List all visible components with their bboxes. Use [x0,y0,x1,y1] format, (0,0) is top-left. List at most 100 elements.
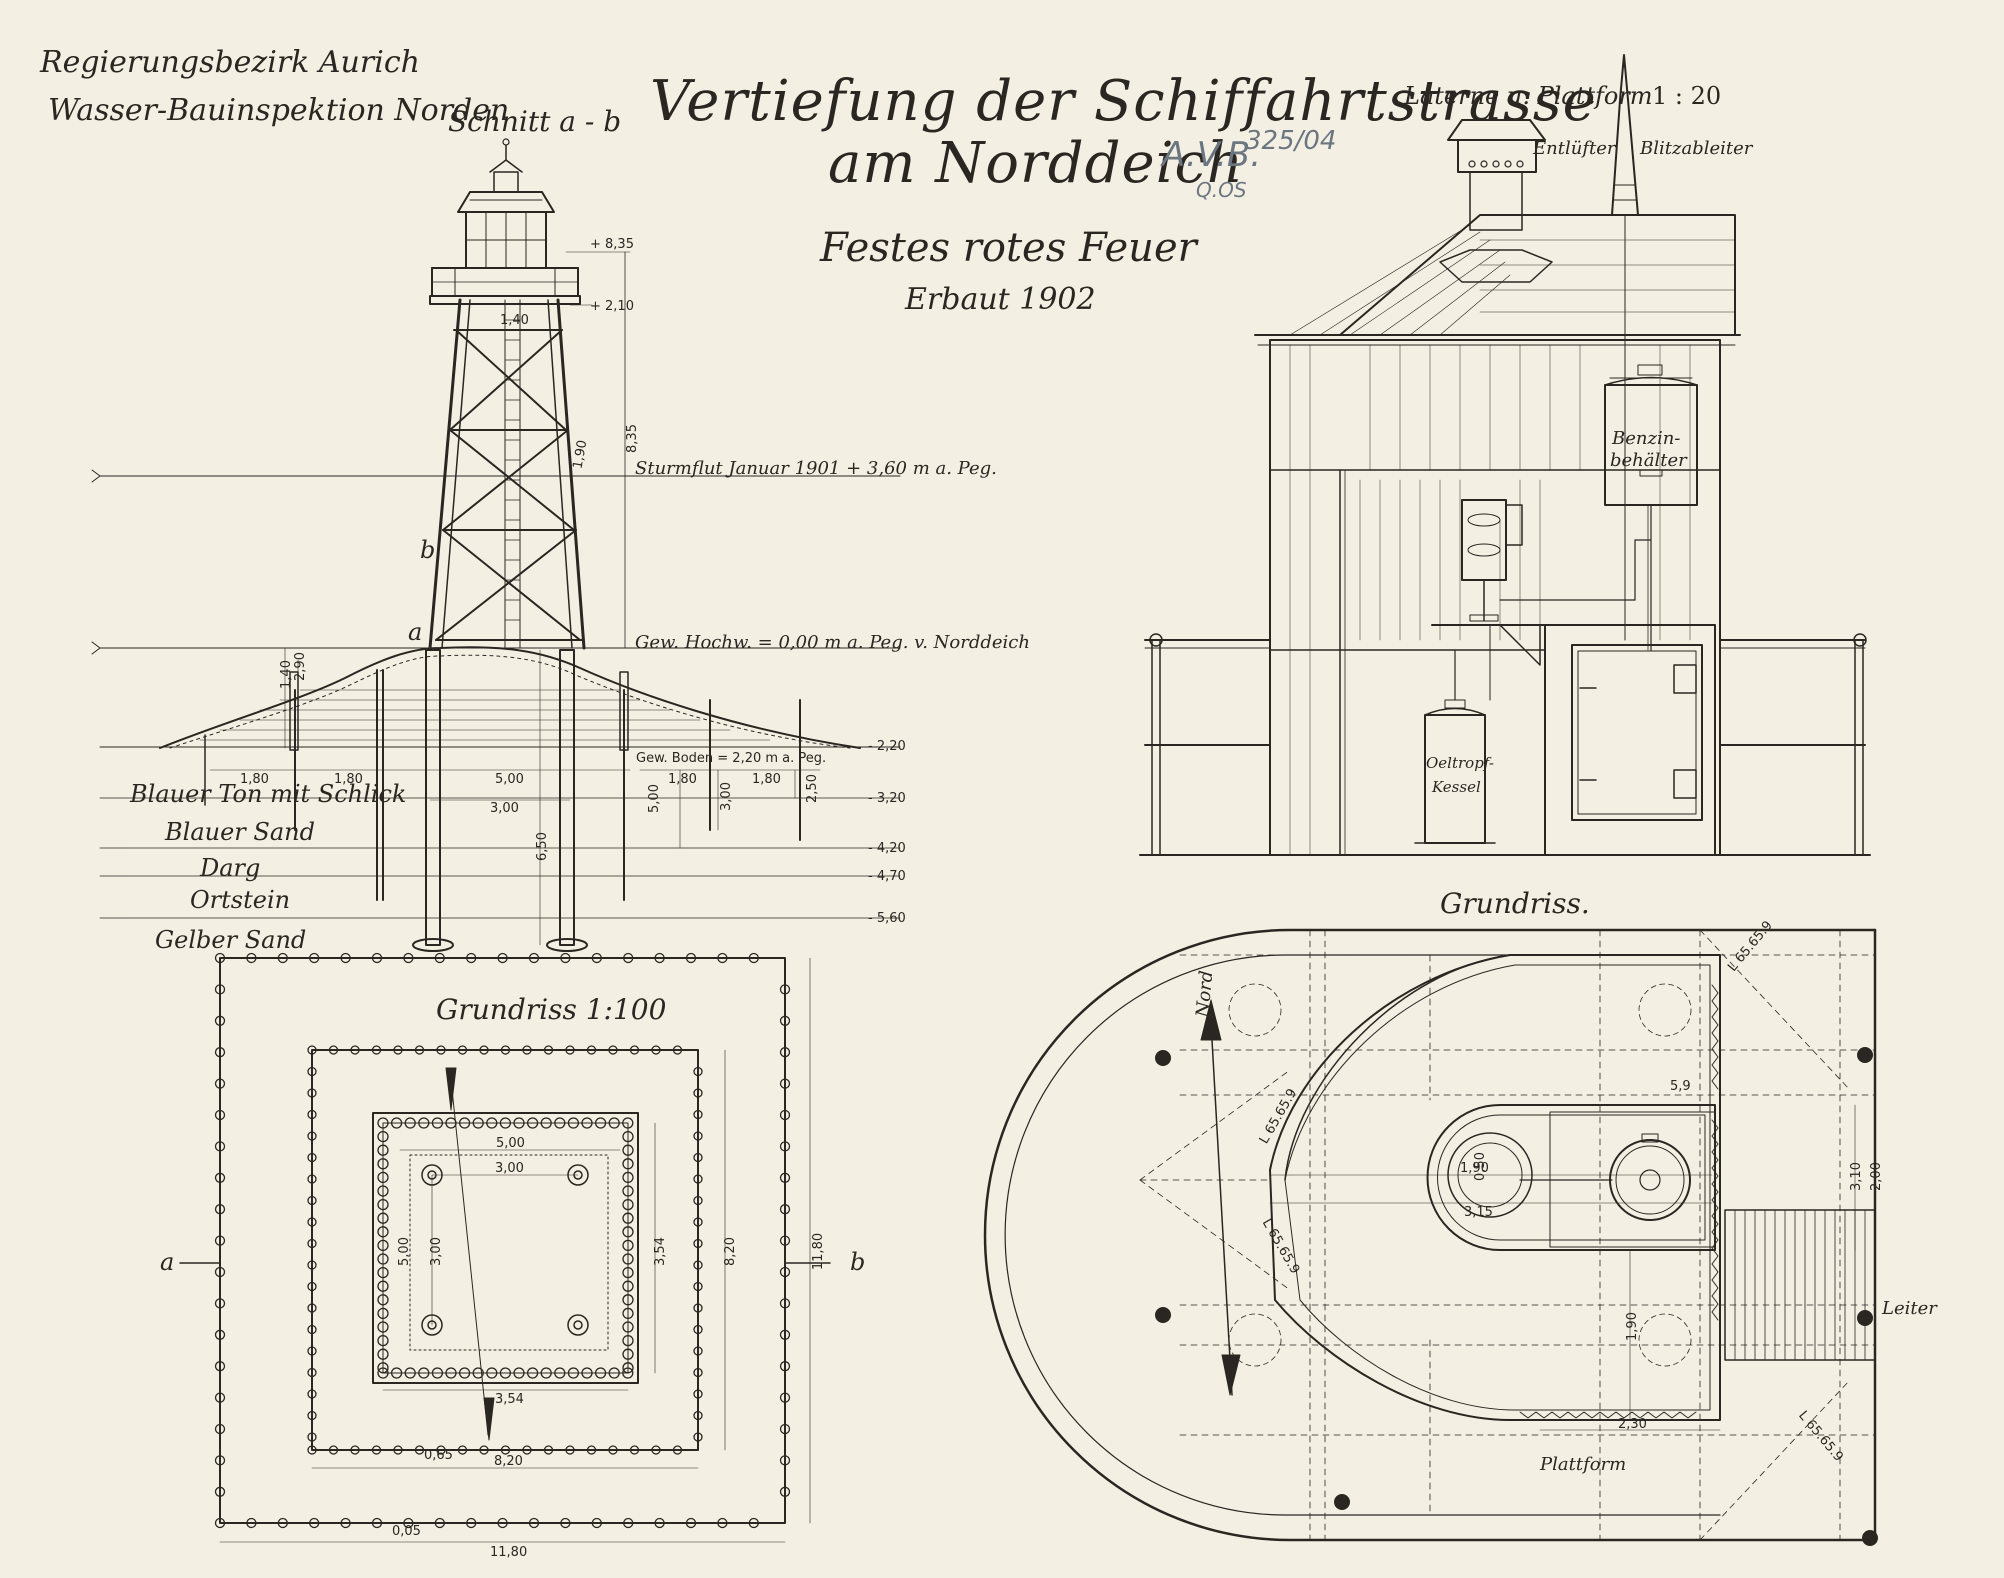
rivet [608,1045,618,1055]
rivet [622,1367,634,1379]
rivet [307,1389,317,1399]
rivet [340,952,351,964]
rivet [445,1367,457,1379]
rivet [246,952,257,964]
rivet [307,1066,317,1077]
rivet [377,1321,389,1333]
section-title: Schnitt a - b [448,105,622,138]
rivet [377,1171,389,1184]
rivet [779,1235,791,1246]
dimension-label: 3,00 [495,1161,524,1176]
rivet [567,1367,580,1379]
dimension-label: 1,80 [668,772,697,787]
rivet [309,952,320,964]
dimension-label: 2,00 [1868,1162,1884,1191]
rivet [214,1423,226,1435]
rivet [526,1117,539,1129]
rivet [717,952,728,964]
benzine-tank-label: Benzin- [1612,428,1681,449]
rivet [526,1367,539,1379]
dimension-label: 5,9 [1670,1079,1691,1094]
storm-flood-level: Sturmflut Januar 1901 + 3,60 m a. Peg. [635,458,997,479]
rivet [307,1260,317,1270]
rivet [466,952,477,964]
rivet [246,1517,257,1529]
rivet [307,1174,317,1184]
rivet [685,1517,697,1529]
rivet [393,1445,403,1455]
rivet [622,1117,634,1129]
rivet [581,1117,593,1129]
rivet [307,1088,317,1098]
elevation-label: + 2,10 [590,299,634,314]
dimension-label: 2,90 [292,652,308,681]
rivet [390,1367,403,1379]
rivet [693,1109,703,1120]
rivet [307,1432,317,1442]
rivet [513,1117,525,1129]
rivet [377,1367,389,1379]
rivet [540,1367,552,1379]
rivet [622,1362,634,1374]
rivet [403,1517,414,1529]
rivet [500,1045,511,1055]
rivet [377,1185,389,1197]
dimension-label: 11,80 [490,1545,528,1560]
rivet [528,952,540,964]
rivet [581,1367,593,1379]
rivet [594,1117,607,1129]
rivet [622,1253,634,1265]
ventilator-label: Entlüfter [1533,138,1616,159]
rivet [693,1281,703,1292]
soil-layer-4: Ortstein [190,886,291,914]
rivet [693,1367,703,1378]
rivet [565,1045,575,1055]
rivet [377,1212,389,1224]
rivet [486,1367,498,1379]
rivet [654,952,665,964]
rivet [377,1266,389,1279]
rivet [377,1280,389,1292]
rivet [693,1432,703,1442]
rivet [779,1361,791,1372]
rivet [431,1367,444,1379]
rivet [214,1015,226,1026]
rivet [560,1517,571,1529]
rivet [479,1045,489,1055]
rivet [623,1517,634,1529]
elevation-label: - 5,60 [868,911,906,926]
ladder-label: Leiter [1882,1298,1937,1319]
plan-title: Grundriss 1:100 [436,993,667,1026]
rivet [779,1329,791,1340]
title-line-1: Vertiefung der Schiffahrtstrasse [650,69,1597,134]
rivet [622,1239,634,1252]
dimension-label: 3,15 [1464,1205,1493,1220]
district-label: Regierungsbezirk Aurich [40,45,420,80]
dimension-label: 3,54 [495,1392,524,1407]
rivet [307,1410,317,1421]
rivet [497,952,508,964]
rivet [693,1324,703,1335]
rivet [414,1045,425,1055]
section-label-b: b [420,536,436,564]
benzine-tank-label: behälter [1610,450,1687,471]
rivet [608,1367,620,1379]
rivet [622,1185,634,1197]
rivet [528,1517,540,1529]
rivet [307,1109,317,1120]
rivet [214,1361,226,1372]
rivet [623,952,634,964]
rivet [543,1445,554,1455]
rivet [672,1045,683,1055]
rivet [277,1517,288,1529]
rivet [309,1517,320,1529]
rivet [622,1334,634,1347]
archive-stamp-number: 325/04 [1245,126,1337,156]
rivet [390,1117,403,1129]
rivet [307,1346,317,1356]
rivet [779,1047,791,1058]
boiler-label: Oeltropf- [1426,754,1494,772]
elevation-label: - 3,20 [868,791,906,806]
rivet [608,1117,620,1129]
rivet [214,1109,226,1121]
